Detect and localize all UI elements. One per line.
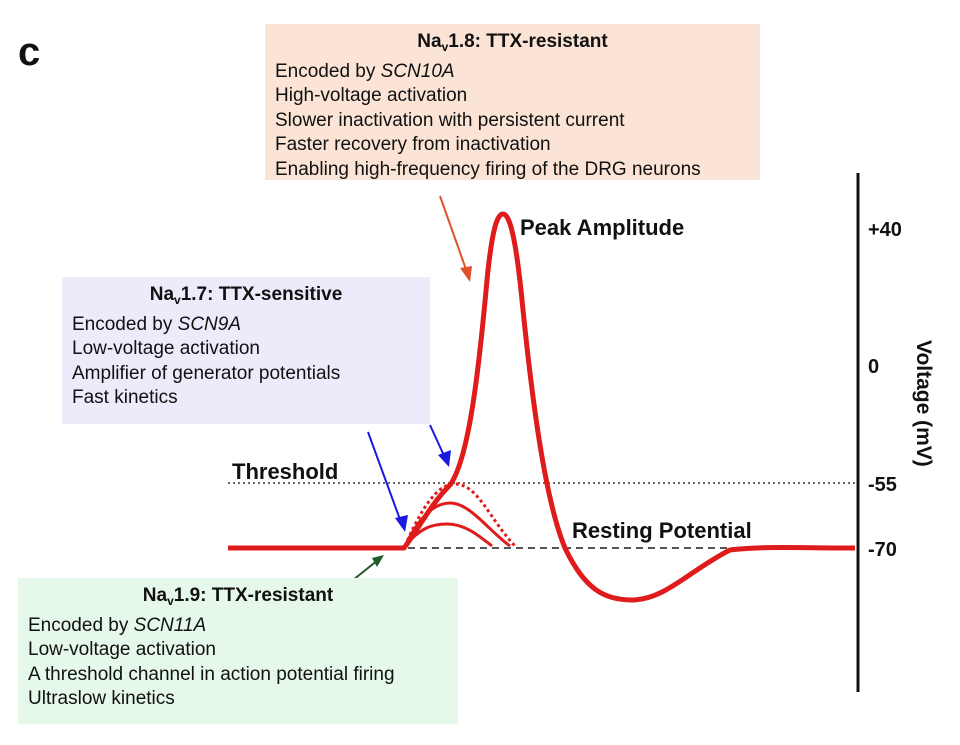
nav18-line2: High-voltage activation [275,85,468,106]
nav17-arrow-left [367,431,403,526]
nav17-line4: Fast kinetics [72,387,178,408]
nav17-line3: Amplifier of generator potentials [72,362,341,384]
panel-letter: c [18,30,41,74]
nav18-info-box: Nav1.8: TTX-resistant Encoded by SCN10A … [265,24,760,180]
nav19-title: Nav1.9: TTX-resistant [142,585,334,608]
peak-amplitude-label: Peak Amplitude [520,215,684,240]
nav19-arrow [352,559,379,581]
nav19-line2: Low-voltage activation [28,639,216,660]
nav19-arrowhead [372,555,384,567]
nav18-gene: SCN10A [380,60,455,82]
nav17-info-box: Nav1.7: TTX-sensitive Encoded by SCN9A L… [62,277,430,424]
action-potential-trace [228,211,856,603]
nav18-line5: Enabling high-frequency firing of the DR… [275,158,701,180]
nav18-gene-line: Encoded by SCN10A [275,60,455,82]
voltage-axis-title: Voltage (mV) [912,340,935,467]
nav17-gene: SCN9A [177,313,241,335]
nav19-gene-line: Encoded by SCN11A [28,614,207,636]
nav17-arrowhead-left [395,515,408,532]
nav17-gene-line: Encoded by SCN9A [72,313,241,335]
nav18-title: Nav1.8: TTX-resistant [417,31,608,54]
nav18-line4: Faster recovery from inactivation [275,134,551,155]
threshold-label: Threshold [232,459,338,484]
nav19-line3: A threshold channel in action potential … [28,663,395,685]
nav19-info-box: Nav1.9: TTX-resistant Encoded by SCN11A … [18,578,458,724]
tick-label-minus70: -70 [868,539,897,561]
nav18-arrowhead [460,266,472,282]
tick-label-0: 0 [868,356,879,378]
tick-label-plus40: +40 [868,219,902,241]
nav19-gene: SCN11A [133,614,207,636]
nav17-title: Nav1.7: TTX-sensitive [149,284,343,307]
subthreshold-trace-small [403,522,493,548]
nav18-line3: Slower inactivation with persistent curr… [275,109,625,131]
tick-label-minus55: -55 [868,474,897,496]
resting-potential-label: Resting Potential [572,518,752,543]
nav17-line2: Low-voltage activation [72,338,260,359]
subthreshold-trace-dotted [403,482,517,548]
nav17-arrowhead-right [438,450,451,467]
nav18-arrow [439,195,469,276]
nav19-line4: Ultraslow kinetics [28,688,175,709]
